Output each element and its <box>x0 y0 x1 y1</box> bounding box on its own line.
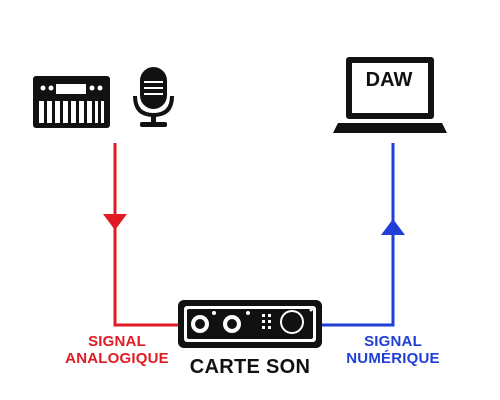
synth-keyboard-icon <box>33 76 110 128</box>
digital-signal-label: SIGNAL NUMÉRIQUE <box>318 333 468 367</box>
analog-signal-path <box>103 143 178 327</box>
analog-signal-label: SIGNAL ANALOGIQUE <box>42 333 192 367</box>
laptop-icon <box>333 57 447 133</box>
digital-signal-label-line2: NUMÉRIQUE <box>346 350 440 367</box>
audio-interface-label: CARTE SON <box>189 356 311 378</box>
digital-signal-label-line1: SIGNAL <box>364 333 422 350</box>
analog-arrow-down <box>103 214 127 230</box>
daw-screen-label: DAW <box>365 69 413 91</box>
analog-signal-label-line1: SIGNAL <box>88 333 146 350</box>
microphone-icon <box>133 67 174 127</box>
audio-interface-icon <box>178 300 322 348</box>
analog-signal-label-line2: ANALOGIQUE <box>65 350 169 367</box>
digital-signal-path <box>322 143 405 327</box>
digital-arrow-up <box>381 219 405 235</box>
